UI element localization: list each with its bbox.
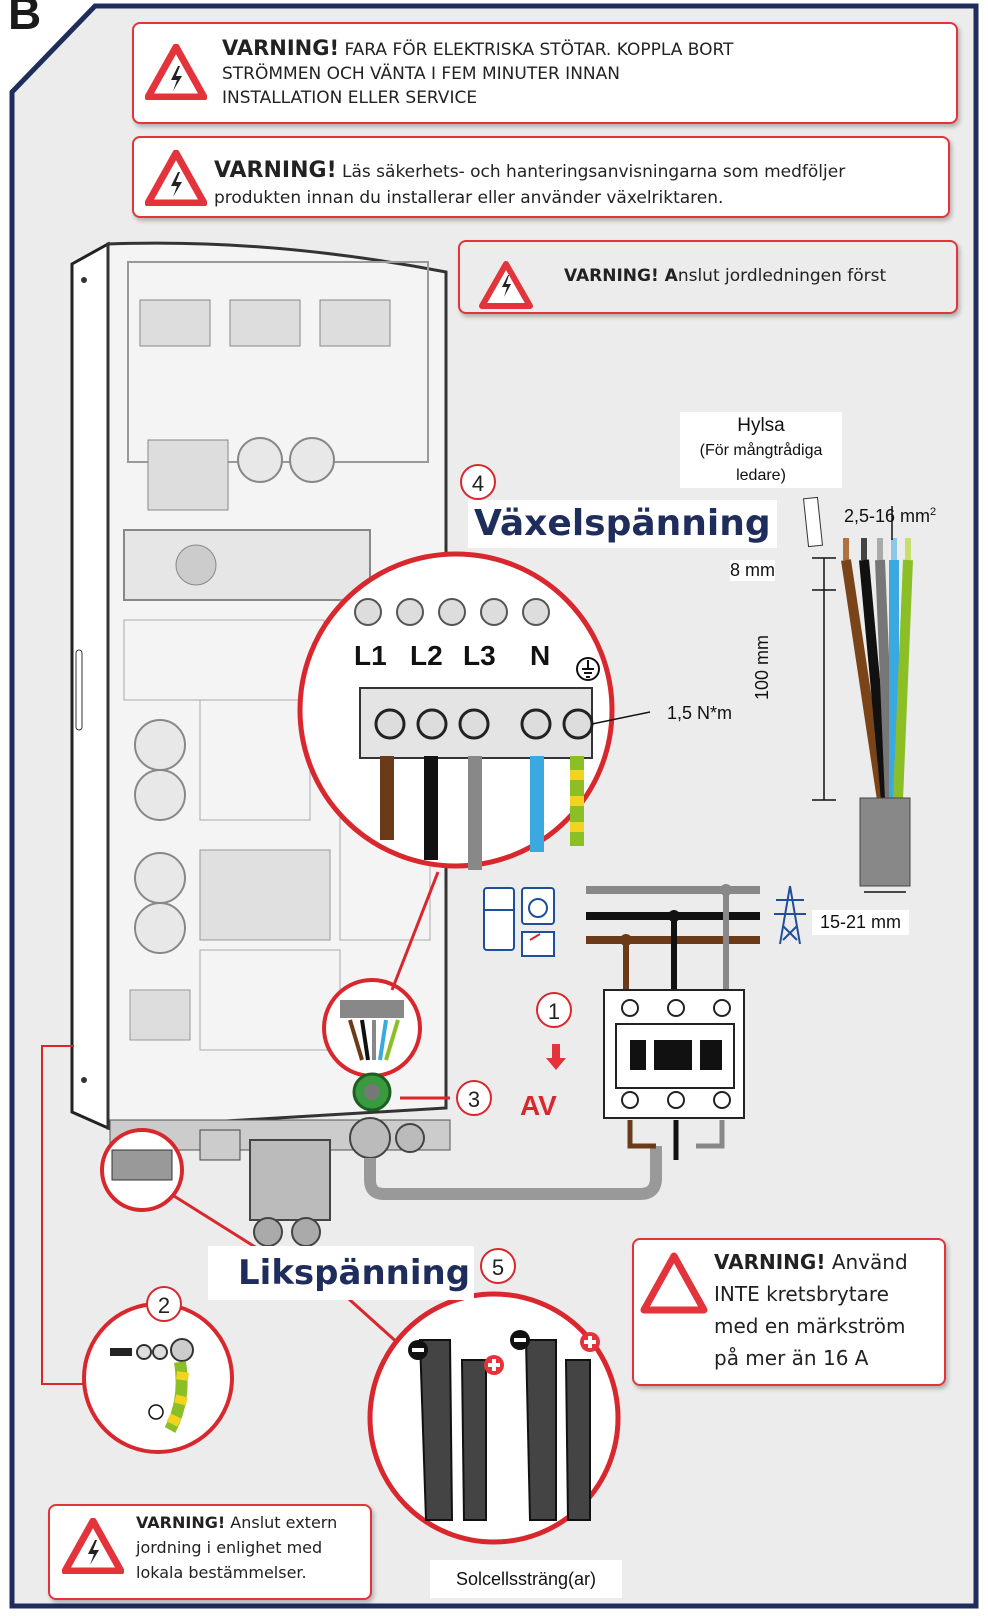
cross-section-superscript: 2 — [930, 506, 937, 518]
warning-triangle-icon — [145, 150, 207, 206]
ferrule-line2: (För mångtrådiga — [699, 442, 823, 459]
warning-breaker-text: VARNING! Använd INTE kretsbrytare med en… — [714, 1246, 908, 1374]
warning-ground-first-line: nslut jordledningen först — [677, 266, 887, 286]
step-1-badge: 1 — [536, 992, 572, 1028]
ac-title: Växelspänning — [468, 500, 777, 548]
terminal-l1-label: L1 — [354, 640, 387, 671]
warning-read-line2: produkten innan du installerar eller anv… — [214, 188, 724, 208]
warning-external-ground-line3: lokala bestämmelser. — [136, 1563, 307, 1582]
step-5-badge: 5 — [480, 1248, 516, 1284]
section-letter: B — [8, 0, 42, 39]
warning-read-line1: Läs säkerhets- och hanteringsanvisningar… — [342, 162, 846, 182]
off-arrow-icon — [546, 1044, 566, 1070]
step-2-badge: 2 — [146, 1286, 182, 1322]
warning-breaker-line1: Använd — [831, 1250, 908, 1274]
step-4-badge: 4 — [460, 464, 496, 500]
off-label: AV — [520, 1090, 557, 1121]
warning-box-shock — [132, 22, 958, 124]
warning-read-text: VARNING! Läs säkerhets- och hanteringsan… — [214, 158, 845, 211]
warning-breaker-bold: VARNING! — [714, 1250, 826, 1274]
terminal-l3-label: L3 — [463, 640, 496, 671]
appliance-icons — [483, 887, 555, 957]
dc-connectors-magnified — [328, 1280, 621, 1545]
ferrule-label-box — [680, 412, 842, 488]
warning-shock-text: VARNING! FARA FÖR ELEKTRISKA STÖTAR. KOP… — [222, 36, 733, 110]
warning-triangle-icon — [62, 1518, 124, 1574]
warning-shock-line3: INSTALLATION ELLER SERVICE — [222, 88, 478, 108]
warning-triangle-icon — [145, 44, 207, 100]
ferrule-label: Hylsa (För mångtrådiga ledare) — [680, 414, 842, 488]
warning-shock-line2: STRÖMMEN OCH VÄNTA I FEM MINUTER INNAN — [222, 64, 620, 84]
grid-lines — [586, 884, 760, 990]
ferrule-line1: Hylsa — [737, 415, 785, 436]
warning-box-ground-first — [458, 240, 958, 314]
step-3-badge: 3 — [456, 1080, 492, 1116]
pv-strings-label: Solcellssträng(ar) — [430, 1560, 622, 1598]
warning-external-ground-text: VARNING! Anslut extern jordning i enligh… — [136, 1510, 337, 1585]
warning-external-ground-line1: Anslut extern — [230, 1513, 338, 1532]
ac-terminal-magnified — [297, 551, 615, 870]
circuit-breaker — [603, 989, 745, 1160]
warning-box-read-instructions — [132, 136, 950, 218]
warning-breaker-line4: på mer än 16 A — [714, 1346, 869, 1370]
warning-external-ground-bold: VARNING! — [136, 1513, 226, 1532]
wire-length-label: 100 mm — [752, 634, 772, 700]
warning-external-ground-line2: jordning i enlighet med — [136, 1538, 323, 1557]
warning-ground-first-bold: VARNING! A — [564, 266, 678, 286]
cable-diagram — [802, 496, 913, 893]
warning-shock-line1: FARA FÖR ELEKTRISKA STÖTAR. KOPPLA BORT — [344, 40, 734, 60]
warning-shock-bold: VARNING! — [222, 36, 340, 60]
warning-breaker-line3: med en märkström — [714, 1314, 906, 1338]
terminal-n-label: N — [530, 640, 551, 671]
warning-triangle-icon — [640, 1252, 708, 1314]
dc-title: Likspänning — [208, 1246, 474, 1300]
cross-section-label: 2,5-16 mm2 — [844, 506, 936, 527]
cable-diameter-label: 15-21 mm — [812, 910, 910, 935]
warning-ground-first-text: VARNING! Anslut jordledningen först — [564, 266, 886, 286]
strip-length-label: 8 mm — [730, 560, 775, 581]
ferrule-line3: ledare) — [736, 467, 786, 484]
warning-breaker-line2: INTE kretsbrytare — [714, 1282, 889, 1306]
pylon-icon — [774, 885, 806, 945]
warning-triangle-icon — [479, 261, 533, 309]
inverter-body — [70, 241, 451, 1247]
ac-terminal-small-detail — [322, 978, 422, 1112]
warning-read-bold: VARNING! — [214, 158, 337, 183]
cross-section-value: 2,5-16 mm — [844, 506, 931, 526]
terminal-l2-label: L2 — [410, 640, 443, 671]
torque-label: 1,5 N*m — [667, 703, 733, 723]
grounding-magnified — [41, 1045, 234, 1454]
